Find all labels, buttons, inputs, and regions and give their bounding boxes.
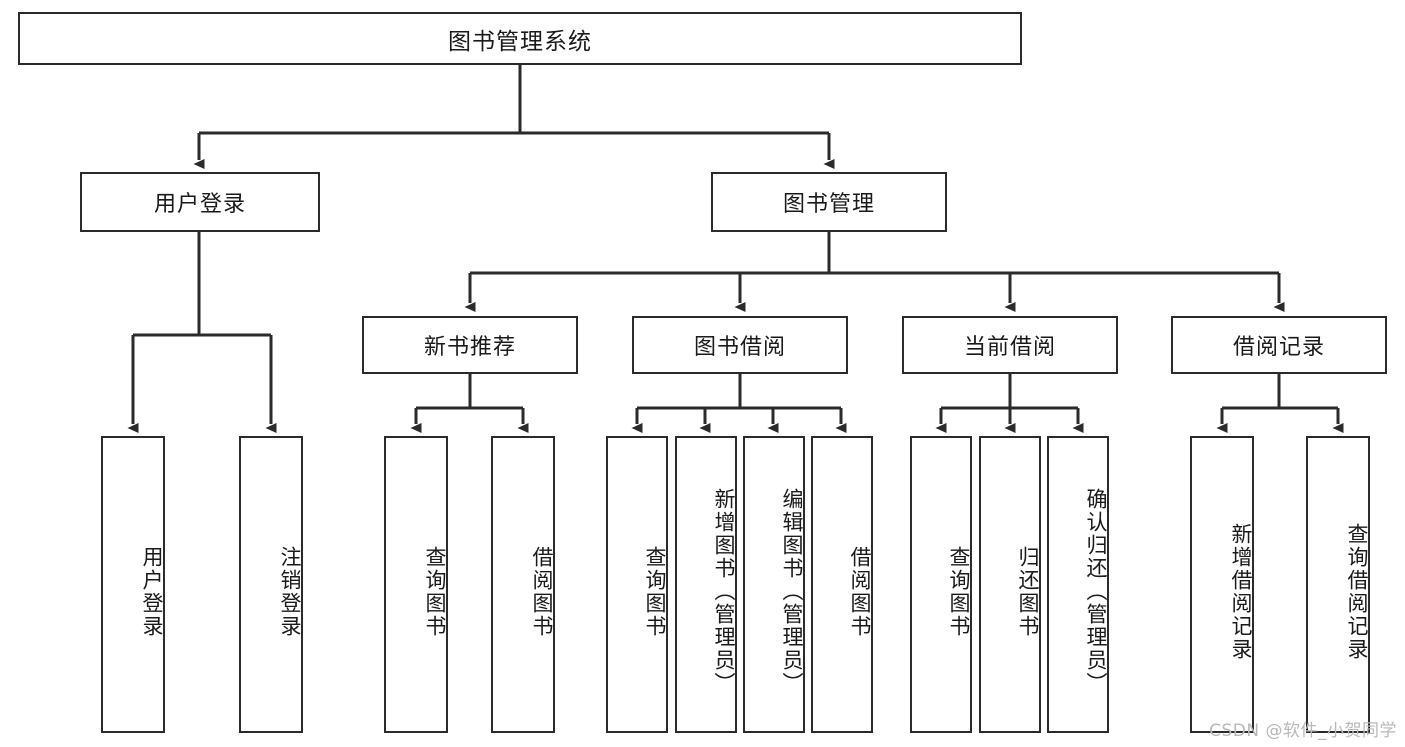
node-root[interactable]: 图书管理系统 <box>18 12 1022 65</box>
watermark: CSDN @软件_小贺同学 <box>1209 721 1397 741</box>
node-new-book-recommend-label: 新书推荐 <box>423 335 516 360</box>
node-leaf-query-book-2[interactable]: 查询图书 <box>606 436 668 733</box>
node-leaf-query-book-1[interactable]: 查询图书 <box>384 436 448 733</box>
node-user-login-label: 用户登录 <box>153 192 246 217</box>
node-current-borrow-label: 当前借阅 <box>963 335 1056 360</box>
node-leaf-query-record-label: 查询借阅记录 <box>1345 522 1369 661</box>
node-leaf-borrow-book-1-label: 借阅图书 <box>530 545 554 638</box>
node-leaf-edit-book-label: 编辑图书（管理员） <box>780 488 804 695</box>
node-leaf-confirm-return-label: 确认归还（管理员） <box>1084 488 1108 695</box>
node-leaf-logout-login[interactable]: 注销登录 <box>239 436 303 733</box>
node-leaf-query-book-3-label: 查询图书 <box>947 545 971 638</box>
node-borrow-record[interactable]: 借阅记录 <box>1171 316 1387 374</box>
node-root-label: 图书管理系统 <box>448 28 592 55</box>
node-leaf-query-book-1-label: 查询图书 <box>423 545 447 638</box>
node-book-borrow[interactable]: 图书借阅 <box>632 316 848 374</box>
node-leaf-add-book-label: 新增图书（管理员） <box>712 488 736 695</box>
node-leaf-query-book-2-label: 查询图书 <box>643 545 667 638</box>
node-leaf-user-login[interactable]: 用户登录 <box>101 436 165 733</box>
node-user-login[interactable]: 用户登录 <box>80 172 320 232</box>
node-leaf-return-book-label: 归还图书 <box>1016 545 1040 638</box>
node-leaf-edit-book[interactable]: 编辑图书（管理员） <box>743 436 805 733</box>
node-leaf-add-book[interactable]: 新增图书（管理员） <box>675 436 737 733</box>
node-leaf-borrow-book-2-label: 借阅图书 <box>848 545 872 638</box>
node-book-manage[interactable]: 图书管理 <box>711 172 947 232</box>
node-leaf-logout-login-label: 注销登录 <box>278 545 302 638</box>
node-leaf-borrow-book-2[interactable]: 借阅图书 <box>811 436 873 733</box>
node-current-borrow[interactable]: 当前借阅 <box>902 316 1118 374</box>
node-book-borrow-label: 图书借阅 <box>693 335 786 360</box>
node-borrow-record-label: 借阅记录 <box>1232 335 1325 360</box>
node-leaf-borrow-book-1[interactable]: 借阅图书 <box>491 436 555 733</box>
node-leaf-confirm-return[interactable]: 确认归还（管理员） <box>1047 436 1109 733</box>
node-leaf-add-record[interactable]: 新增借阅记录 <box>1190 436 1254 733</box>
node-new-book-recommend[interactable]: 新书推荐 <box>362 316 578 374</box>
node-leaf-user-login-label: 用户登录 <box>140 545 164 638</box>
node-leaf-return-book[interactable]: 归还图书 <box>979 436 1041 733</box>
node-leaf-add-record-label: 新增借阅记录 <box>1229 522 1253 661</box>
node-leaf-query-book-3[interactable]: 查询图书 <box>910 436 972 733</box>
node-leaf-query-record[interactable]: 查询借阅记录 <box>1306 436 1370 733</box>
node-book-manage-label: 图书管理 <box>782 192 875 217</box>
